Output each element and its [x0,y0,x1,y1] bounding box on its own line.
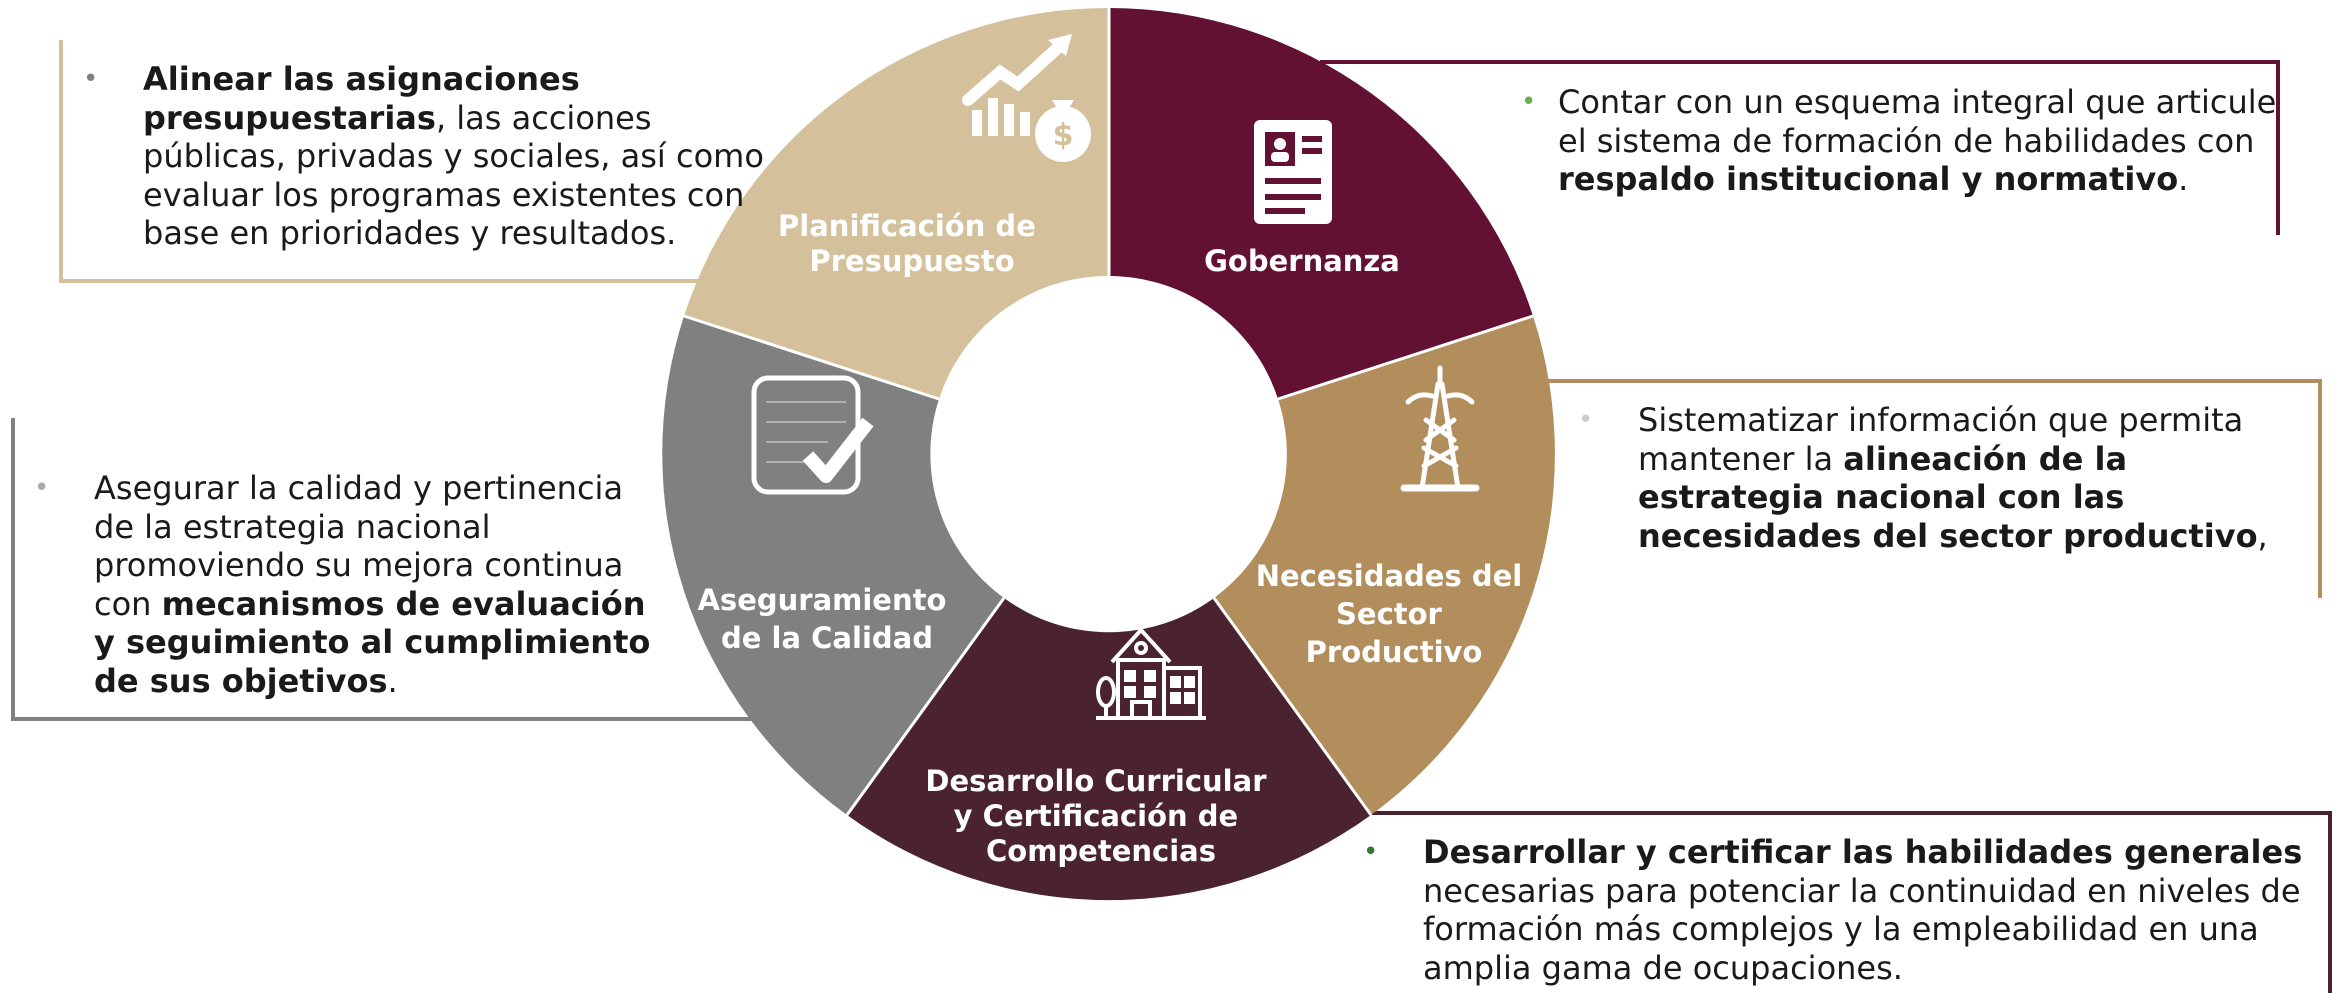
connector-aseguramiento [11,418,755,721]
segment-desarrollo [847,598,1371,901]
segment-aseguramiento [662,316,1004,815]
connector-planificacion [59,40,700,283]
oil-rig-icon [1400,365,1480,492]
segment-label-desarrollo: Desarrollo Curricular y Certificación de… [925,764,1276,868]
description-planificacion: • Alinear las asignaciones presupuestari… [83,60,764,252]
bullet-desarrollo: • [1363,837,1379,867]
connector-gobernanza [1320,60,2280,235]
school-building-icon [1096,627,1206,720]
bullet-aseguramiento: • [34,473,50,503]
description-desarrollo: • Desarrollar y certificar las habilidad… [1363,833,2303,987]
segment-necesidades [1214,316,1555,815]
svg-text:$: $ [1053,118,1074,153]
segment-label-planificacion: Planificación de Presupuesto [778,209,1046,278]
bullet-necesidades: • [1578,405,1594,435]
segment-label-gobernanza: Gobernanza [1204,244,1400,278]
description-gobernanza: • Contar con un esquema integral que art… [1521,83,2277,198]
segment-label-necesidades: Necesidades del Sector Productivo [1256,559,1533,669]
id-document-icon [1254,120,1332,224]
segment-planificacion [684,7,1109,400]
bullet-planificacion: • [83,64,99,94]
description-aseguramiento: • Asegurar la calidad y pertinencia de l… [34,469,651,700]
chart-money-icon: $ [962,34,1096,165]
segment-label-aseguramiento: Aseguramiento de la Calidad [697,583,956,655]
connector-desarrollo [1365,811,2332,993]
segment-separators [683,8,1534,816]
description-necesidades: • Sistematizar información que permita m… [1578,401,2268,555]
checklist-icon [751,375,874,495]
connector-necesidades [1545,379,2322,598]
bullet-gobernanza: • [1521,87,1537,117]
